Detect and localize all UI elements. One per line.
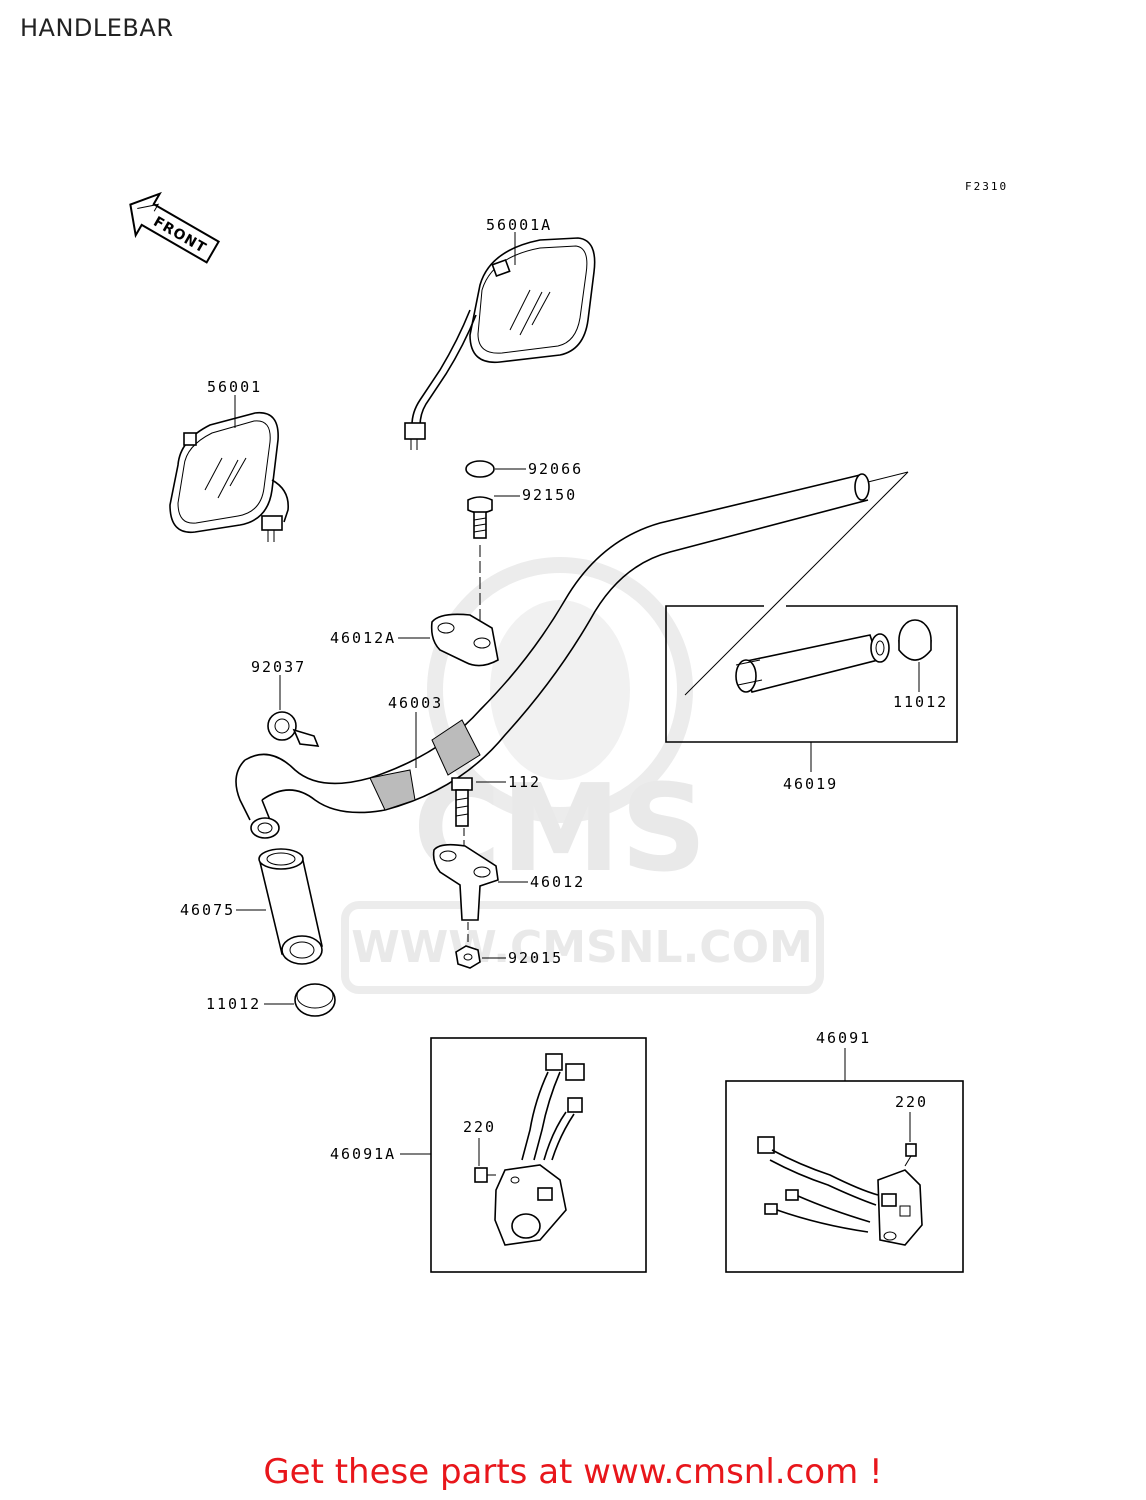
watermark-url: WWW.CMSNL.COM bbox=[351, 922, 813, 973]
label-mirror-right: 56001A bbox=[486, 216, 552, 234]
switch-right-icon bbox=[757, 1136, 923, 1246]
label-bolt-lower: 112 bbox=[508, 773, 541, 791]
parts-diagram: CMS WWW.CMSNL.COM F2310 FRONT 56001A bbox=[129, 180, 1008, 1273]
label-switch-left: 46091A bbox=[330, 1145, 396, 1163]
label-mirror-left: 56001 bbox=[207, 378, 262, 396]
label-clamp: 92037 bbox=[251, 658, 306, 676]
front-arrow-icon: FRONT bbox=[129, 191, 221, 264]
label-handlebar: 46003 bbox=[388, 694, 443, 712]
clamp-icon bbox=[267, 711, 320, 747]
label-screw-right: 220 bbox=[895, 1093, 928, 1111]
switch-left-icon bbox=[494, 1053, 585, 1246]
label-bolt-upper: 92150 bbox=[522, 486, 577, 504]
grip-left-icon bbox=[258, 848, 323, 965]
page-title: HANDLEBAR bbox=[20, 14, 174, 42]
label-screw-left: 220 bbox=[463, 1118, 496, 1136]
figure-code: F2310 bbox=[965, 180, 1008, 193]
throttle-grip-box bbox=[665, 471, 958, 743]
watermark: CMS WWW.CMSNL.COM bbox=[341, 557, 824, 994]
cap-icon bbox=[465, 460, 495, 478]
end-cap-left-icon bbox=[294, 983, 336, 1017]
footer-text[interactable]: Get these parts at www.cmsnl.com ! bbox=[263, 1452, 883, 1492]
lower-holder-icon bbox=[432, 843, 499, 921]
nut-icon bbox=[455, 945, 481, 969]
label-lower-holder: 46012 bbox=[530, 873, 585, 891]
end-cap-right-icon bbox=[898, 619, 932, 661]
label-end-cap-right: 11012 bbox=[893, 693, 948, 711]
label-grip-left: 46075 bbox=[180, 901, 235, 919]
label-throttle-grip: 46019 bbox=[783, 775, 838, 793]
label-upper-holder: 46012A bbox=[330, 629, 396, 647]
switch-right-box bbox=[725, 1080, 964, 1273]
switch-left-box bbox=[430, 1037, 647, 1273]
handlebar-icon bbox=[235, 473, 870, 839]
mirror-left-icon bbox=[169, 411, 289, 542]
label-switch-right: 46091 bbox=[816, 1029, 871, 1047]
screw-right-icon bbox=[904, 1143, 917, 1167]
throttle-grip-icon bbox=[735, 633, 890, 693]
label-end-cap-left: 11012 bbox=[206, 995, 261, 1013]
bolt-lower-icon bbox=[451, 777, 473, 827]
screw-left-icon bbox=[474, 1167, 496, 1183]
label-nut: 92015 bbox=[508, 949, 563, 967]
label-cap: 92066 bbox=[528, 460, 583, 478]
bolt-upper-icon bbox=[467, 496, 493, 539]
mirror-right-icon bbox=[404, 237, 596, 450]
upper-holder-icon bbox=[430, 613, 499, 667]
